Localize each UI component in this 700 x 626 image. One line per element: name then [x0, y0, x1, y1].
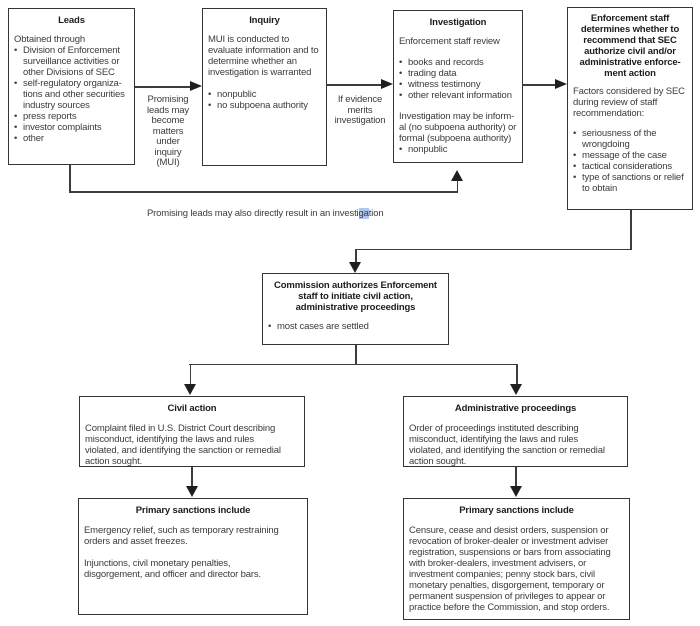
investigation-box: Investigation Enforcement staff review •…: [393, 10, 523, 163]
bullet-icon: •: [14, 133, 18, 144]
label-promising-direct-investigation: Promising leads may also directly result…: [137, 197, 384, 230]
list-item: • message of the case: [573, 150, 667, 161]
bullet-icon: •: [573, 161, 577, 172]
list-item: • tactical considerations: [573, 161, 673, 172]
arrowhead-down-icon: [510, 384, 522, 395]
connector-inquiry-investigation: [327, 84, 382, 86]
bullet-icon: •: [399, 68, 403, 79]
list-item: • seriousness of the wrongdoing: [573, 128, 657, 150]
connector-enforcement-commission: [355, 248, 632, 250]
leads-box: Leads Obtained through • Division of Enf…: [8, 8, 135, 165]
civil-sanctions-title: Primary sanctions include: [135, 505, 251, 516]
admin-proceedings-body: Order of proceedings instituted describi…: [409, 423, 605, 467]
label-promising-leads-mui: Promising leads may become matters under…: [147, 94, 189, 168]
connector-commission-split-drop: [355, 345, 357, 365]
connector-investigation-enforcement: [523, 84, 556, 86]
bullet-icon: •: [14, 122, 18, 133]
label-if-evidence-merits: If evidence merits investigation: [334, 94, 386, 126]
arrowhead-up-icon: [451, 170, 463, 181]
bullet-icon: •: [573, 150, 577, 161]
bullet-icon: •: [14, 45, 18, 56]
list-item: • other relevant information: [399, 90, 512, 101]
civil-sanctions-box: Primary sanctions include Emergency reli…: [78, 498, 308, 615]
bullet-icon: •: [14, 78, 18, 89]
enforcement-title: Enforcement staff determines whether to …: [579, 13, 681, 79]
admin-sanctions-body: Censure, cease and desist orders, suspen…: [409, 525, 611, 613]
bullet-icon: •: [208, 89, 212, 100]
list-item: • type of sanctions or relief to obtain: [573, 172, 684, 194]
investigation-intro: Enforcement staff review: [399, 36, 500, 47]
connector-admin-sanctions: [515, 467, 517, 487]
bullet-icon: •: [573, 128, 577, 139]
inquiry-box: Inquiry MUI is conducted to evaluate inf…: [202, 8, 327, 166]
admin-proceedings-box: Administrative proceedings Order of proc…: [403, 396, 628, 467]
connector-leads-investigation: [69, 191, 458, 193]
arrowhead-down-icon: [349, 262, 361, 273]
list-item: • books and records: [399, 57, 484, 68]
list-item: • self-regulatory organiza- tions and ot…: [14, 78, 125, 111]
civil-action-box: Civil action Complaint filed in U.S. Dis…: [79, 396, 305, 467]
arrowhead-down-icon: [509, 486, 522, 497]
connector-investigation-rise: [456, 181, 458, 192]
admin-proceedings-title: Administrative proceedings: [454, 403, 577, 414]
list-item: • witness testimony: [399, 79, 481, 90]
leads-bullet-list: • Division of Enforcement surveillance a…: [14, 45, 129, 144]
bullet-icon: •: [14, 111, 18, 122]
list-item: • nonpublic: [399, 144, 448, 155]
connector-split-bar: [189, 363, 517, 365]
commission-box: Commission authorizes Enforcement staff …: [262, 273, 449, 345]
bullet-icon: •: [399, 90, 403, 101]
connector-civil-drop: [189, 364, 191, 385]
arrowhead-down-icon: [185, 486, 198, 497]
arrowhead-right-icon: [190, 81, 202, 91]
bullet-icon: •: [399, 79, 403, 90]
arrowhead-right-icon: [555, 79, 567, 89]
list-item: • trading data: [399, 68, 457, 79]
investigation-bullet-list: • books and records • trading data • wit…: [399, 57, 517, 101]
civil-sanctions-body: Emergency relief, such as temporary rest…: [84, 525, 279, 580]
arrowhead-down-icon: [183, 384, 196, 395]
investigation-bullet-list-2: • nonpublic: [399, 144, 517, 155]
bullet-icon: •: [399, 144, 403, 155]
list-item: • most cases are settled: [268, 321, 369, 332]
leads-title: Leads: [58, 15, 85, 26]
arrowhead-right-icon: [381, 79, 393, 89]
bullet-icon: •: [208, 100, 212, 111]
admin-sanctions-box: Primary sanctions include Censure, cease…: [403, 498, 630, 620]
note-text: tion: [368, 208, 384, 219]
enforcement-intro: Factors considered by SEC during review …: [573, 86, 685, 119]
note-text: Promising leads may also directly result…: [146, 208, 359, 219]
civil-action-body: Complaint filed in U.S. District Court d…: [85, 423, 281, 467]
investigation-title: Investigation: [429, 17, 487, 28]
bullet-icon: •: [399, 57, 403, 68]
connector-admin-drop: [516, 364, 518, 385]
commission-title: Commission authorizes Enforcement staff …: [274, 280, 437, 313]
enforcement-bullet-list: • seriousness of the wrongdoing • messag…: [573, 128, 687, 194]
list-item: • press reports: [14, 111, 77, 122]
connector-leads-inquiry: [135, 86, 191, 88]
text-selection-highlight: ga: [358, 208, 369, 219]
list-item: • investor complaints: [14, 122, 102, 133]
connector-enforcement-drop: [630, 210, 632, 250]
connector-civil-sanctions: [191, 467, 193, 487]
list-item: • no subpoena authority: [208, 100, 308, 111]
inquiry-title: Inquiry: [249, 15, 280, 26]
list-item: • other: [14, 133, 44, 144]
list-item: • Division of Enforcement surveillance a…: [14, 45, 120, 78]
leads-intro: Obtained through: [14, 34, 86, 45]
enforcement-decision-box: Enforcement staff determines whether to …: [567, 7, 693, 210]
inquiry-bullet-list: • nonpublic • no subpoena authority: [208, 89, 321, 111]
commission-bullet-list: • most cases are settled: [268, 321, 443, 332]
investigation-note: Investigation may be inform- al (no subp…: [399, 111, 517, 144]
connector-leads-drop: [69, 165, 71, 192]
inquiry-intro: MUI is conducted to evaluate information…: [208, 34, 319, 78]
connector-commission-drop: [355, 249, 357, 263]
civil-action-title: Civil action: [167, 403, 217, 414]
admin-sanctions-title: Primary sanctions include: [459, 505, 574, 516]
bullet-icon: •: [573, 172, 577, 183]
bullet-icon: •: [268, 321, 272, 332]
list-item: • nonpublic: [208, 89, 257, 100]
